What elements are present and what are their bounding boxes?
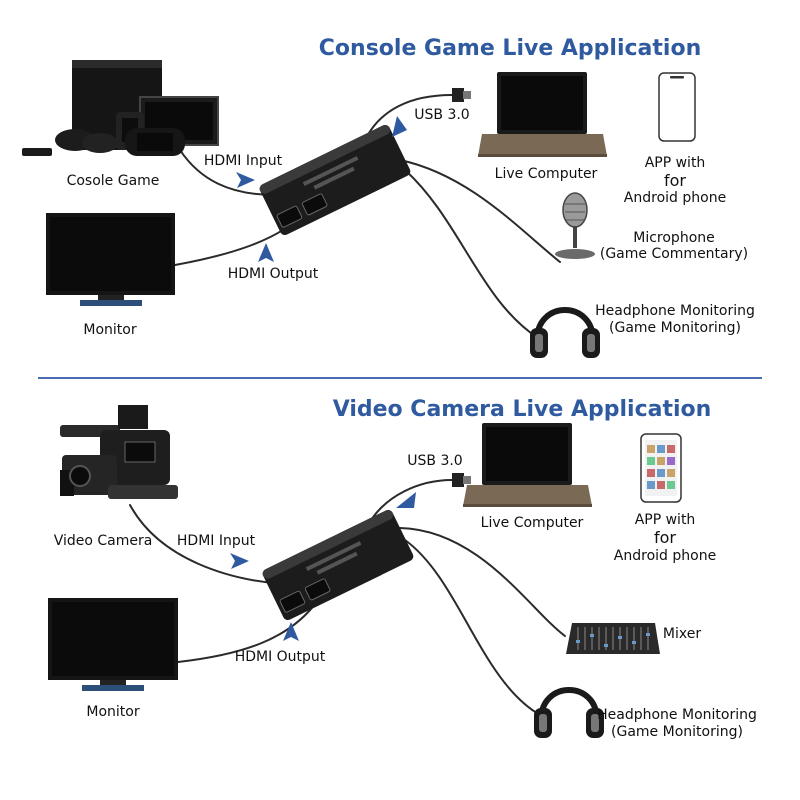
headphone-cable [404,169,539,339]
console-usb-label: USB 3.0 [414,107,469,123]
hdmi-output-arrow-icon [258,243,274,262]
capture-card-icon [262,509,414,621]
headphones-icon [534,687,604,738]
camera-live-computer-label: Live Computer [481,515,584,531]
smartphone-icon [640,433,682,503]
game-console-icon [22,60,219,156]
monitor-icon [46,213,175,306]
audio-mixer-icon [566,623,660,654]
camera-hdmi-output-cable [177,599,319,663]
camera-hdmi-input-label: HDMI Input [177,533,256,549]
mixer-cable [399,527,566,637]
camera-headphone-cable [404,539,541,716]
console-monitor-label: Monitor [83,322,136,338]
camera-headphone-line2: (Game Monitoring) [611,724,743,740]
hdmi-input-arrow-icon [236,172,255,188]
usb-plug-icon [452,88,471,102]
camera-section: Video Camera Live Application Video Came… [48,397,757,740]
console-game-label: Cosole Game [67,173,160,189]
microphone-cable [399,159,561,263]
camera-usb-arrow-icon [396,492,416,508]
laptop-icon [478,72,607,157]
microphone-label-line1: Microphone [633,230,715,246]
camera-usb-cable [367,479,453,526]
monitor-icon [48,598,178,691]
usb-cable [364,94,453,141]
usb-plug-icon [452,473,471,487]
camera-headphone-line1: Headphone Monitoring [597,707,757,723]
hdmi-input-cable [179,149,276,196]
console-headphone-line2: (Game Monitoring) [609,320,741,336]
mixer-label: Mixer [663,626,701,642]
console-section-title: Console Game Live Application [319,36,701,61]
console-app-line2: for [664,171,686,190]
microphone-label-line2: (Game Commentary) [600,246,748,262]
camera-app-line3: Android phone [614,548,716,564]
video-camera-icon [60,405,178,499]
console-hdmi-output-label: HDMI Output [228,266,319,282]
console-cables [174,94,561,339]
microphone-icon [555,192,595,259]
camera-app-line2: for [654,528,676,547]
camera-hdmi-input-arrow-icon [230,553,249,569]
camera-hdmi-output-label: HDMI Output [235,649,326,665]
camera-app-line1: APP with [635,512,696,528]
camera-monitor-label: Monitor [86,704,139,720]
camera-cables [129,479,566,716]
camera-hdmi-output-arrow-icon [283,622,299,641]
camera-section-title: Video Camera Live Application [333,397,712,422]
usb-arrow-icon [392,116,407,137]
console-section: Console Game Live Application Cosole Gam… [22,36,755,358]
video-camera-label: Video Camera [54,533,153,549]
camera-usb-label: USB 3.0 [407,453,462,469]
headphones-icon [530,307,600,358]
console-live-computer-label: Live Computer [495,166,598,182]
laptop-icon [463,423,592,507]
console-headphone-line1: Headphone Monitoring [595,303,755,319]
console-app-line3: Android phone [624,190,726,206]
console-app-line1: APP with [645,155,706,171]
console-hdmi-input-label: HDMI Input [204,153,283,169]
smartphone-icon [658,72,696,142]
capture-card-icon [259,124,411,236]
camera-hdmi-input-cable [129,504,284,585]
